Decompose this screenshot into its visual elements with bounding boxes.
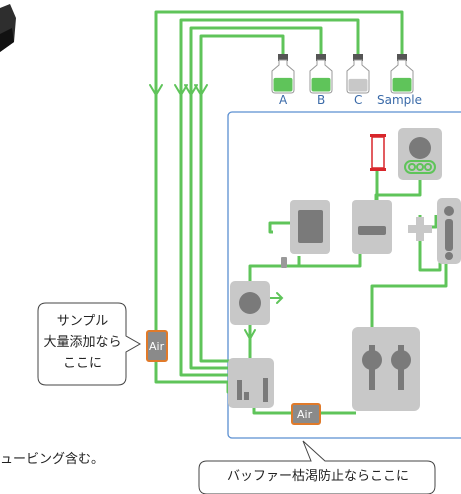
mixer-module: [230, 281, 270, 325]
svg-text:Air: Air: [297, 408, 313, 421]
footnote-text: ュービング含む。: [0, 452, 105, 467]
tee-connector: [408, 217, 432, 241]
bottle-label-c: C: [354, 93, 362, 107]
callout-left-line-1: サンプル: [56, 314, 109, 329]
bottle-liquid: [311, 77, 331, 92]
bottle-cap: [397, 54, 407, 61]
pump-module: [398, 128, 442, 180]
bottle-a: [271, 54, 295, 94]
dual-pump-module: [352, 327, 420, 411]
bottle-label-a: A: [279, 93, 288, 107]
bottle-c: [346, 54, 370, 94]
valve-column-module: [437, 198, 461, 264]
inlet-valve-module: [228, 358, 274, 408]
detector-module: [290, 200, 330, 254]
bottle-liquid: [348, 78, 368, 92]
device-icon: [0, 4, 16, 52]
bottle-liquid: [392, 77, 412, 92]
column-connector: [370, 134, 386, 171]
flowcell-module: [352, 200, 392, 254]
instrument-frame: [227, 111, 461, 439]
air-sensor-bottom: Air: [291, 403, 321, 425]
bottle-cap: [278, 54, 288, 61]
callout-left-text: サンプル 大量添加なら ここに: [40, 311, 125, 374]
bottle-b: [309, 54, 333, 94]
callout-left-line-2: 大量添加なら: [43, 335, 122, 350]
bottle-cap: [316, 54, 326, 61]
air-sensor-left: Air: [146, 330, 168, 362]
callout-left-bubble: [37, 302, 142, 386]
bottle-cap: [353, 54, 363, 61]
bottle-liquid: [273, 77, 293, 92]
callout-left-line-3: ここに: [62, 356, 102, 371]
bottles: [271, 54, 414, 94]
bottle-label-sample: Sample: [377, 93, 422, 107]
inline-connector: [281, 257, 287, 268]
bottle-sample: [390, 54, 414, 94]
flow-arrows: [149, 84, 284, 342]
bottle-label-b: B: [317, 93, 325, 107]
svg-text:Air: Air: [149, 340, 165, 353]
callout-bottom-text: バッファー枯渇防止ならここに: [226, 469, 409, 484]
